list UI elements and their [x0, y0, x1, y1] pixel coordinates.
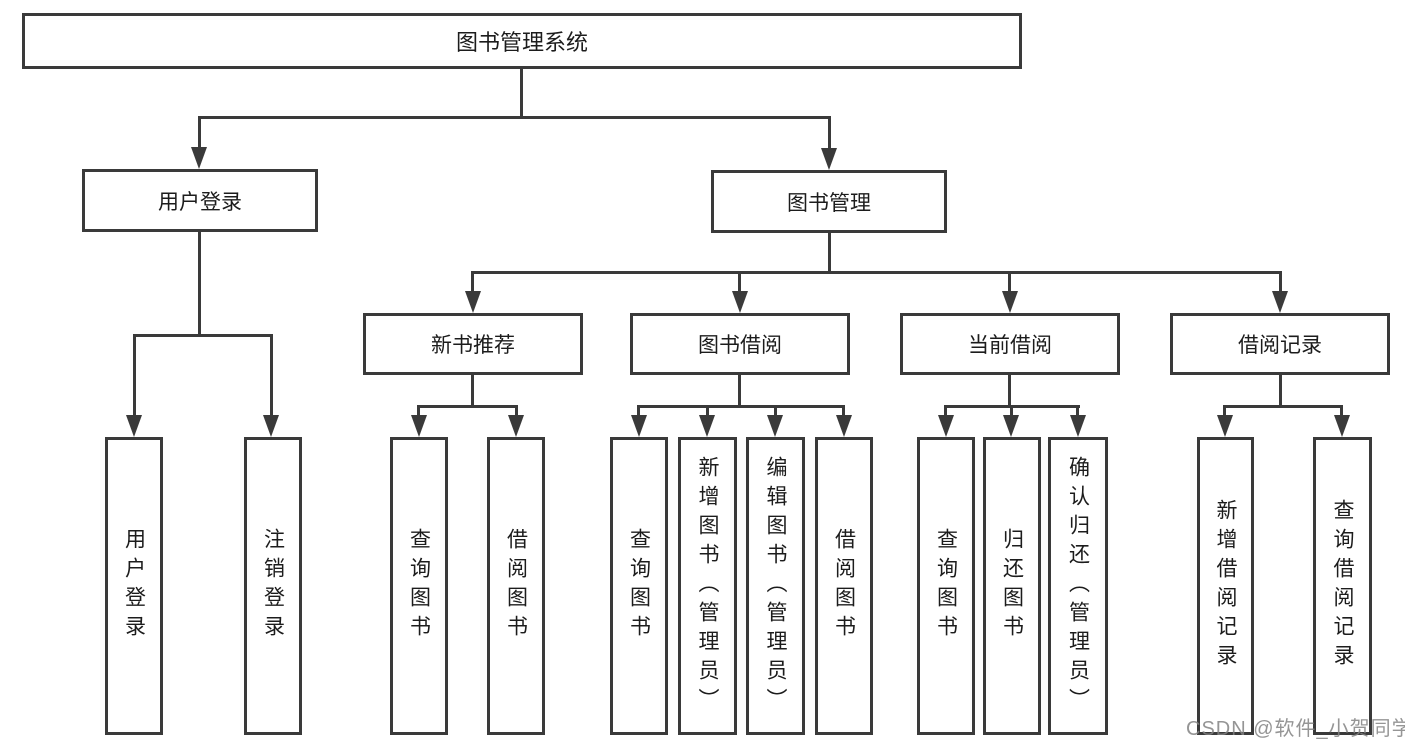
arrow-down-icon	[1217, 415, 1233, 437]
node-label: 新增图书（管理员）	[696, 455, 719, 717]
node-query-borrow-record: 查询借阅记录	[1313, 437, 1372, 735]
node-label: 图书管理系统	[455, 30, 588, 55]
connector-hline	[417, 405, 518, 408]
arrow-down-icon	[732, 291, 748, 313]
connector-vline	[198, 232, 201, 337]
node-label: 图书借阅	[698, 334, 782, 357]
arrow-down-icon	[821, 148, 837, 170]
node-user-login-leaf: 用户登录	[105, 437, 163, 735]
connector-vline	[637, 405, 640, 417]
connector-vline	[1223, 405, 1226, 417]
connector-vline	[1279, 271, 1282, 293]
arrow-down-icon	[126, 415, 142, 437]
arrow-down-icon	[767, 415, 783, 437]
node-borrow-books-newbooks: 借阅图书	[487, 437, 545, 735]
node-label: 图书管理	[787, 191, 871, 215]
connector-vline	[198, 116, 201, 149]
node-edit-books-admin: 编辑图书（管理员）	[746, 437, 805, 735]
arrow-down-icon	[1070, 415, 1086, 437]
arrow-down-icon	[1272, 291, 1288, 313]
connector-vline	[1076, 405, 1079, 417]
connector-hline	[133, 334, 273, 337]
connector-hline	[1223, 405, 1343, 408]
arrow-down-icon	[508, 415, 524, 437]
connector-vline	[520, 69, 523, 119]
arrow-down-icon	[1003, 415, 1019, 437]
connector-hline	[637, 405, 845, 408]
node-borrow-books-borrowing: 借阅图书	[815, 437, 873, 735]
node-return-books: 归还图书	[983, 437, 1041, 735]
node-query-books-current: 查询图书	[917, 437, 975, 735]
arrow-down-icon	[938, 415, 954, 437]
connector-vline	[828, 116, 831, 150]
connector-vline	[133, 334, 136, 417]
node-label: 确认归还（管理员）	[1066, 455, 1090, 717]
node-query-books-newbooks: 查询图书	[390, 437, 448, 735]
node-user-login: 用户登录	[82, 169, 318, 232]
node-label: 编辑图书（管理员）	[764, 455, 787, 717]
node-book-borrowing: 图书借阅	[630, 313, 850, 375]
arrow-down-icon	[836, 415, 852, 437]
arrow-down-icon	[1002, 291, 1018, 313]
node-label: 查询借阅记录	[1331, 499, 1354, 673]
node-label: 当前借阅	[968, 334, 1052, 357]
node-label: 借阅图书	[504, 528, 528, 644]
connector-vline	[270, 334, 273, 417]
arrow-down-icon	[699, 415, 715, 437]
node-borrowing-records: 借阅记录	[1170, 313, 1390, 375]
arrow-down-icon	[263, 415, 279, 437]
node-label: 新增借阅记录	[1214, 499, 1237, 673]
node-label: 新书推荐	[431, 334, 515, 357]
connector-vline	[471, 271, 474, 293]
node-add-borrow-record: 新增借阅记录	[1197, 437, 1254, 735]
arrow-down-icon	[191, 147, 207, 169]
node-logout: 注销登录	[244, 437, 302, 735]
node-label: 查询图书	[627, 528, 651, 644]
node-label: 归还图书	[1000, 528, 1024, 644]
node-book-management-system: 图书管理系统	[22, 13, 1022, 69]
node-label: 注销登录	[261, 528, 285, 644]
connector-vline	[828, 233, 831, 274]
connector-hline	[471, 271, 1282, 274]
connector-vline	[417, 405, 420, 417]
node-label: 用户登录	[158, 190, 242, 214]
connector-vline	[774, 405, 777, 417]
connector-vline	[738, 271, 741, 293]
connector-vline	[1010, 405, 1013, 417]
arrow-down-icon	[411, 415, 427, 437]
connector-vline	[1008, 375, 1011, 408]
node-label: 查询图书	[407, 528, 431, 644]
node-add-books-admin: 新增图书（管理员）	[678, 437, 737, 735]
connector-vline	[1340, 405, 1343, 417]
connector-vline	[706, 405, 709, 417]
node-new-book-recommendation: 新书推荐	[363, 313, 583, 375]
connector-vline	[1008, 271, 1011, 293]
connector-hline	[198, 116, 831, 119]
node-label: 用户登录	[122, 528, 146, 644]
node-label: 借阅记录	[1238, 334, 1322, 357]
arrow-down-icon	[631, 415, 647, 437]
arrow-down-icon	[465, 291, 481, 313]
arrow-down-icon	[1334, 415, 1350, 437]
watermark-text: CSDN @软件_小贺同学	[1186, 718, 1405, 740]
node-book-management: 图书管理	[711, 170, 947, 233]
connector-vline	[738, 375, 741, 408]
node-query-books-borrowing: 查询图书	[610, 437, 668, 735]
connector-vline	[1279, 375, 1282, 408]
node-confirm-return-admin: 确认归还（管理员）	[1048, 437, 1108, 735]
connector-vline	[515, 405, 518, 417]
node-label: 借阅图书	[832, 528, 856, 644]
connector-vline	[842, 405, 845, 417]
connector-vline	[471, 375, 474, 408]
node-current-borrowing: 当前借阅	[900, 313, 1120, 375]
connector-vline	[944, 405, 947, 417]
node-label: 查询图书	[934, 528, 958, 644]
